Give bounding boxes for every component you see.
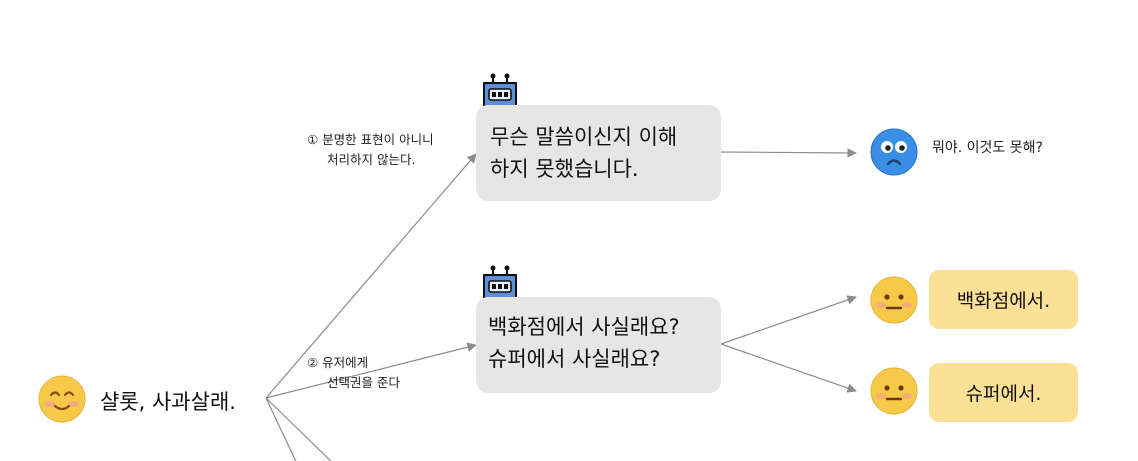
neutral-face-icon xyxy=(870,367,918,415)
reply-bubble-department-store: 백화점에서. xyxy=(929,270,1078,329)
branch2-note: ② 유저에게 선택권을 준다 xyxy=(307,353,400,393)
robot-icon xyxy=(480,264,520,306)
bot-response-bubble-2: 백화점에서 사실래요? 슈퍼에서 사실래요? xyxy=(476,297,721,393)
bot-response-1-line2: 하지 못했습니다. xyxy=(490,157,639,181)
branch1-note-line2: 처리하지 않는다. xyxy=(327,152,416,167)
bot-response-1-line1: 무슨 말씀이신지 이해 xyxy=(490,125,678,149)
arrow-user-to-bot1 xyxy=(265,153,477,399)
bot-response-2-line2: 슈퍼에서 사실래요? xyxy=(488,347,661,371)
confused-face-icon xyxy=(870,128,918,176)
arrow-user-to-bot3b xyxy=(265,397,297,461)
reply-bubble-supermarket: 슈퍼에서. xyxy=(929,363,1078,422)
smiling-face-icon xyxy=(38,375,86,423)
branch2-note-line1: ② 유저에게 xyxy=(307,355,369,370)
branch2-note-line2: 선택권을 준다 xyxy=(327,375,400,390)
arrow-user-to-bot2 xyxy=(265,342,477,399)
reaction-1-text: 뭐야. 이것도 못해? xyxy=(932,140,1043,156)
bot-response-2-line1: 백화점에서 사실래요? xyxy=(488,315,680,339)
branch1-note: ① 분명한 표현이 아니니 처리하지 않는다. xyxy=(307,130,434,170)
reaction-2-text: 백화점에서. xyxy=(956,290,1051,312)
branch1-note-line1: ① 분명한 표현이 아니니 xyxy=(307,132,434,147)
arrow-bot2-to-reaction1 xyxy=(720,295,857,345)
bot-response-bubble-1: 무슨 말씀이신지 이해 하지 못했습니다. xyxy=(476,105,721,201)
arrow-user-to-bot3 xyxy=(265,397,332,461)
user-utterance: 샬롯, 사과살래. xyxy=(100,390,236,414)
arrow-bot1-to-reaction xyxy=(720,148,857,158)
reaction-3-text: 슈퍼에서. xyxy=(965,383,1042,405)
neutral-face-icon xyxy=(870,276,918,324)
arrow-bot2-to-reaction2 xyxy=(720,343,857,393)
